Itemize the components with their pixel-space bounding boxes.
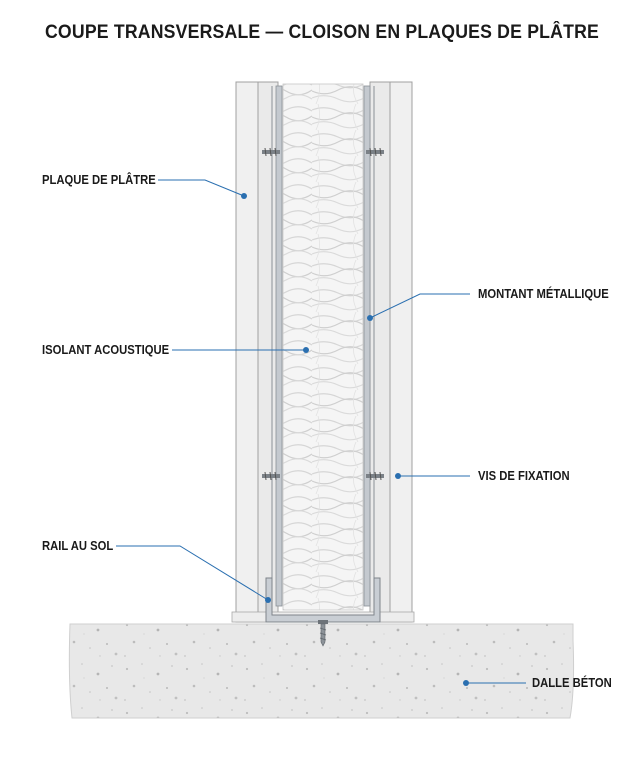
acoustic-insulation bbox=[282, 83, 364, 611]
label-dalle-beton: DALLE BÉTON bbox=[532, 676, 612, 690]
dot-isolant bbox=[303, 347, 309, 353]
screw-bottom-left bbox=[262, 471, 280, 481]
floor-anchor-screw bbox=[318, 620, 328, 647]
label-montant-metallique: MONTANT MÉTALLIQUE bbox=[478, 287, 609, 301]
label-isolant-acoustique: ISOLANT ACOUSTIQUE bbox=[42, 343, 170, 357]
left-gypsum-board-inner bbox=[257, 81, 279, 623]
metal-stud-right bbox=[363, 85, 371, 607]
label-vis-de-fixation: VIS DE FIXATION bbox=[478, 469, 570, 483]
leader-rail bbox=[116, 545, 269, 601]
concrete-slab bbox=[68, 623, 575, 719]
dot-vis bbox=[395, 473, 401, 479]
right-gypsum-board bbox=[389, 81, 413, 623]
leader-montant bbox=[369, 293, 470, 319]
dot-rail bbox=[265, 597, 271, 603]
left-gypsum-board bbox=[235, 81, 259, 623]
screw-top-left bbox=[262, 147, 280, 157]
metal-stud-left bbox=[275, 85, 283, 607]
dot-montant bbox=[367, 315, 373, 321]
dot-dalle bbox=[463, 680, 469, 686]
leader-plaque bbox=[158, 179, 245, 197]
label-plaque-de-platre: PLAQUE DE PLÂTRE bbox=[42, 173, 156, 187]
screw-bottom-right bbox=[366, 471, 384, 481]
right-gypsum-board-inner bbox=[369, 81, 391, 623]
dot-plaque bbox=[241, 193, 247, 199]
diagram-title: COUPE TRANSVERSALE — CLOISON EN PLAQUES … bbox=[44, 22, 599, 43]
label-rail-au-sol: RAIL AU SOL bbox=[42, 539, 114, 553]
screw-top-right bbox=[366, 147, 384, 157]
